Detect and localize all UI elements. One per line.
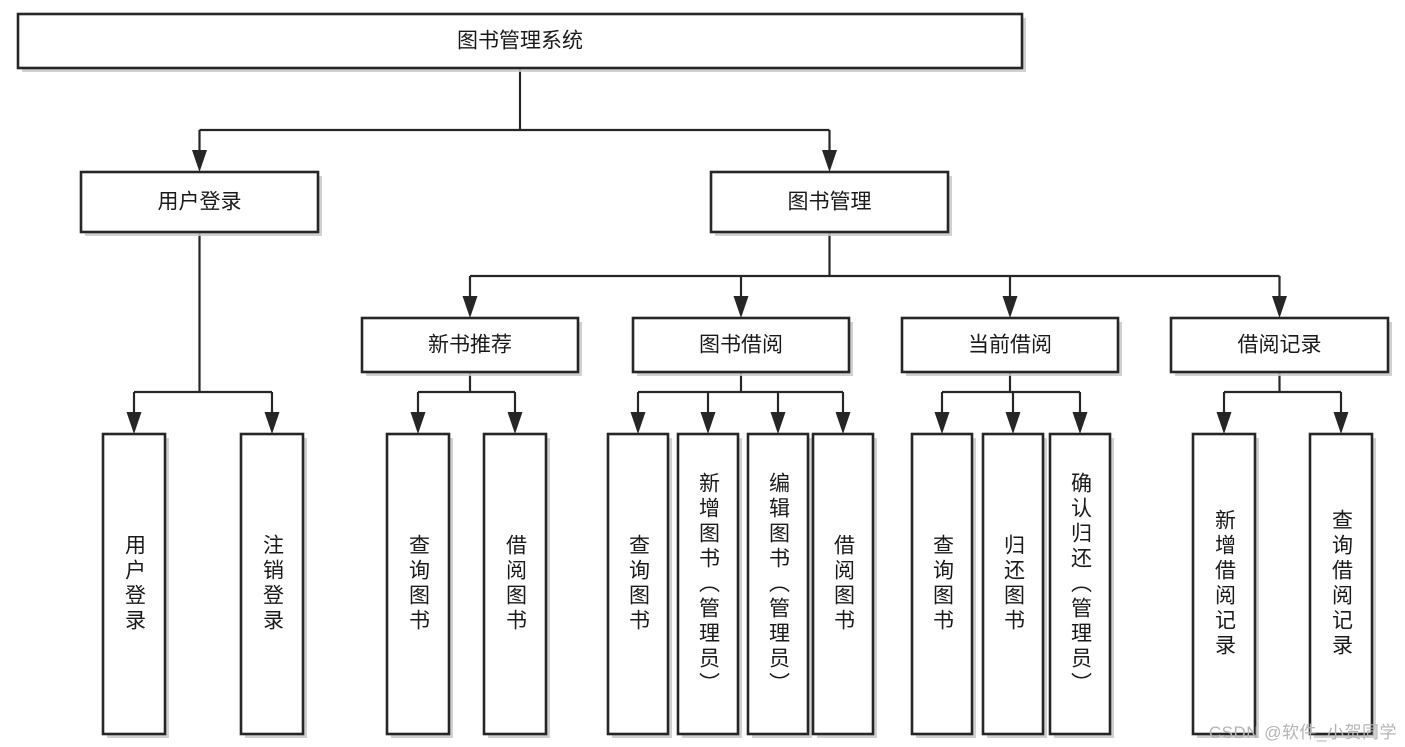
node-box-leaf-query-1[interactable] — [385, 432, 451, 736]
edge-arrowhead-book-manage — [822, 150, 837, 172]
edge-arrowhead-leaf-borrow-2 — [835, 412, 851, 434]
edge-arrowhead-leaf-query-2 — [630, 412, 646, 434]
node-box-leaf-borrow-1[interactable] — [482, 432, 548, 736]
node-box-leaf-query-2[interactable] — [606, 432, 670, 736]
edge-arrowhead-current-borrow — [1002, 296, 1018, 318]
edges-layer — [126, 68, 1349, 434]
edge-arrowhead-leaf-add-book — [700, 412, 716, 434]
node-box-leaf-borrow-2[interactable] — [811, 432, 875, 736]
node-box-root[interactable] — [16, 12, 1024, 70]
node-label-user-login: 用户登录 — [158, 191, 242, 214]
edge-arrowhead-leaf-query-rec — [1333, 412, 1349, 434]
edge-arrowhead-leaf-edit-book — [770, 412, 786, 434]
node-box-leaf-edit-book[interactable] — [746, 432, 810, 736]
edge-arrowhead-leaf-return — [1005, 412, 1021, 434]
node-box-leaf-confirm[interactable] — [1048, 432, 1112, 736]
edge-arrowhead-book-borrow — [733, 296, 749, 318]
edge-arrowhead-borrow-record — [1272, 296, 1287, 318]
csdn-watermark: CSDN @软件_小贺同学 — [1208, 723, 1397, 742]
node-box-new-book-rec[interactable] — [360, 316, 580, 374]
node-box-leaf-add-book[interactable] — [676, 432, 740, 736]
node-box-leaf-add-rec[interactable] — [1191, 432, 1257, 736]
edge-arrowhead-leaf-confirm — [1072, 412, 1088, 434]
edge-arrowhead-leaf-query-1 — [410, 412, 426, 434]
node-box-user-login[interactable] — [79, 170, 320, 234]
node-label-new-book-rec: 新书推荐 — [428, 334, 512, 357]
node-label-book-manage: 图书管理 — [788, 191, 872, 214]
edge-arrowhead-leaf-logout — [264, 412, 280, 434]
node-label-root: 图书管理系统 — [457, 30, 583, 53]
node-box-book-manage[interactable] — [709, 170, 950, 234]
node-label-book-borrow: 图书借阅 — [699, 334, 783, 357]
node-box-current-borrow[interactable] — [900, 316, 1120, 374]
node-box-leaf-user-login[interactable] — [101, 432, 167, 736]
edge-arrowhead-leaf-user-login — [126, 412, 142, 434]
node-label-borrow-record: 借阅记录 — [1238, 334, 1322, 357]
edge-arrowhead-new-book-rec — [462, 296, 478, 318]
edge-arrowhead-leaf-add-rec — [1216, 412, 1232, 434]
edge-arrowhead-user-login — [192, 150, 207, 172]
node-box-leaf-return[interactable] — [981, 432, 1045, 736]
node-box-borrow-record[interactable] — [1169, 316, 1390, 374]
edge-arrowhead-leaf-query-3 — [934, 412, 950, 434]
boxes-layer — [16, 12, 1392, 738]
node-box-book-borrow[interactable] — [631, 316, 851, 374]
node-box-leaf-logout[interactable] — [239, 432, 305, 736]
node-box-leaf-query-3[interactable] — [910, 432, 974, 736]
edge-arrowhead-leaf-borrow-1 — [507, 412, 523, 434]
node-box-leaf-query-rec[interactable] — [1308, 432, 1374, 736]
node-label-current-borrow: 当前借阅 — [968, 334, 1052, 357]
